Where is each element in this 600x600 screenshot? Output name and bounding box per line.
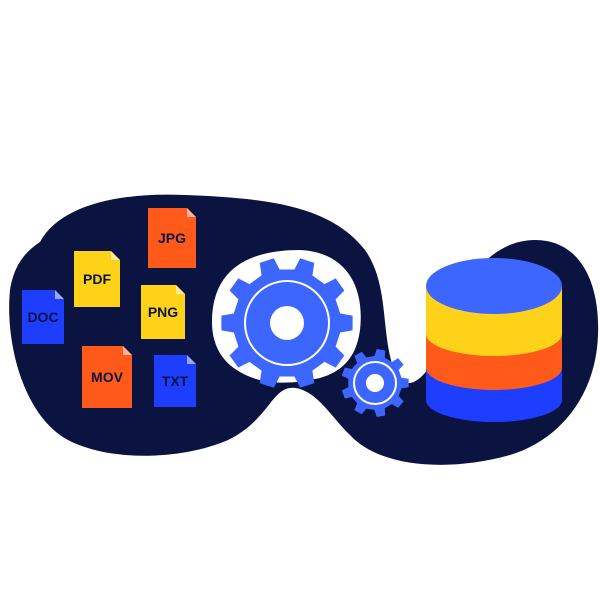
file-corner-fold [111,251,120,260]
txt-file-icon: TXT [154,355,196,407]
file-body [74,251,120,307]
file-corner-fold [55,290,64,299]
small-gear-icon [341,349,409,417]
file-corner-fold [187,355,196,364]
file-type-label: PDF [83,271,111,287]
file-corner-fold [187,208,196,217]
file-corner-fold [123,346,132,355]
pdf-file-icon: PDF [74,251,120,307]
file-body [141,285,185,339]
file-type-label: TXT [162,373,189,389]
gear-hub [270,306,304,340]
large-gear-icon [221,258,353,388]
file-body [154,355,196,407]
file-type-label: DOC [27,309,58,325]
doc-file-icon: DOC [22,290,64,344]
file-type-label: JPG [158,230,186,246]
database-bottom-ellipse [426,378,562,422]
mov-file-icon: MOV [82,346,132,408]
database-icon [426,258,562,422]
png-file-icon: PNG [141,285,185,339]
gear-hub [366,374,384,392]
jpg-file-icon: JPG [148,208,196,268]
file-corner-fold [176,285,185,294]
gear-ring [244,280,330,366]
file-body [148,208,196,268]
file-type-label: PNG [148,304,178,320]
gear-ring [353,361,397,405]
database-top [426,258,562,314]
file-body [22,290,64,344]
file-type-label: MOV [91,369,124,385]
file-body [82,346,132,408]
